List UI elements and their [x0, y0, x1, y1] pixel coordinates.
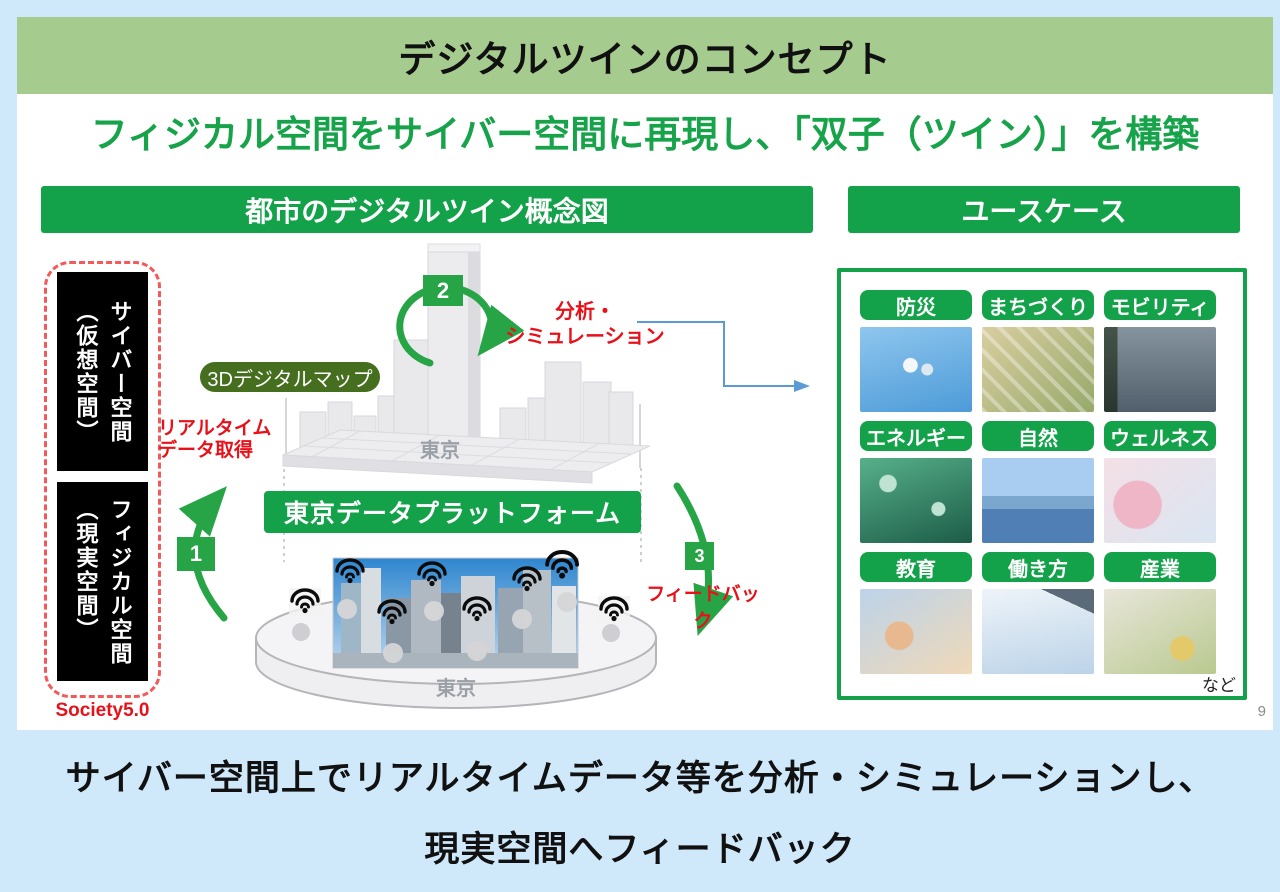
map-tokyo-label: 東京 — [420, 440, 460, 462]
summary-caption-line2: 現実空間へフィードバック — [424, 830, 856, 869]
usecase-cell: 産業 — [1104, 552, 1216, 674]
usecase-grid: 防災 まちづくり モビリティ エネルギー 自然 ウェルネス 教育 働き方 — [860, 290, 1216, 674]
usecase-cell: 教育 — [860, 552, 972, 674]
concept-section-header: 都市のデジタルツイン概念図 — [41, 186, 813, 233]
page-number: 9 — [1257, 703, 1266, 720]
usecase-label-hatarakikata: 働き方 — [982, 552, 1094, 582]
physical-space-box: フィジカル空間 （現実空間） — [57, 482, 148, 681]
cyber-space-label: サイバー空間 — [107, 299, 133, 444]
usecase-section-header: ユースケース — [848, 186, 1240, 233]
tokyo-data-platform-banner: 東京データプラットフォーム — [264, 491, 641, 533]
usecase-cell: 働き方 — [982, 552, 1094, 674]
usecase-cell: モビリティ — [1104, 290, 1216, 412]
usecase-cell: 自然 — [982, 421, 1094, 543]
usecase-label-sangyou: 産業 — [1104, 552, 1216, 582]
physical-space-sublabel: （現実空間） — [73, 497, 99, 642]
energy-technology-photo — [860, 458, 972, 543]
3d-digital-map-chip: 3Dデジタルマップ — [200, 362, 380, 392]
page-title: デジタルツインのコンセプト — [398, 38, 892, 80]
river-city-photo — [982, 458, 1094, 543]
usecase-label-energy: エネルギー — [860, 421, 972, 451]
usecase-cell: 防災 — [860, 290, 972, 412]
usecase-label-bousai: 防災 — [860, 290, 972, 320]
factory-automation-photo — [1104, 589, 1216, 674]
usecase-cell: まちづくり — [982, 290, 1094, 412]
disc-tokyo-label: 東京 — [436, 678, 476, 700]
usecase-cell: ウェルネス — [1104, 421, 1216, 543]
usecase-label-shizen: 自然 — [982, 421, 1094, 451]
laptop-remote-work-photo — [982, 589, 1094, 674]
highway-traffic-photo — [1104, 327, 1216, 412]
usecase-cell: エネルギー — [860, 421, 972, 543]
usecase-label-kyouiku: 教育 — [860, 552, 972, 582]
society50-label: Society5.0 — [55, 700, 150, 721]
analysis-simulation-note: 分析・ シミュレーション — [505, 301, 665, 348]
drone-photo — [860, 327, 972, 412]
society50-dashed-frame — [44, 261, 161, 698]
step-badge-2: 2 — [423, 275, 463, 306]
wellness-person-photo — [1104, 458, 1216, 543]
physical-space-label: フィジカル空間 — [107, 497, 133, 666]
slide-subtitle: フィジカル空間をサイバー空間に再現し、「双子（ツイン）」を構築 — [90, 114, 1200, 155]
usecase-label-mobility: モビリティ — [1104, 290, 1216, 320]
usecase-label-machizukuri: まちづくり — [982, 290, 1094, 320]
summary-caption: サイバー空間上でリアルタイムデータ等を分析・シミュレーションし、 現実空間へフィ… — [0, 730, 1280, 892]
summary-caption-line1: サイバー空間上でリアルタイムデータ等を分析・シミュレーションし、 — [65, 759, 1215, 798]
children-learning-photo — [860, 589, 972, 674]
feedback-note: フィードバック — [646, 584, 760, 632]
cyber-space-sublabel: （仮想空間） — [73, 299, 99, 444]
usecase-label-wellness: ウェルネス — [1104, 421, 1216, 451]
aerial-city-model-photo — [982, 327, 1094, 412]
step-badge-3: 3 — [685, 542, 714, 570]
etc-label: など — [1202, 676, 1236, 695]
step-badge-1: 1 — [177, 537, 215, 571]
realtime-data-note: リアルタイム データ取得 — [158, 418, 272, 461]
cyber-space-box: サイバー空間 （仮想空間） — [57, 272, 148, 471]
title-banner: デジタルツインのコンセプト — [17, 17, 1273, 94]
